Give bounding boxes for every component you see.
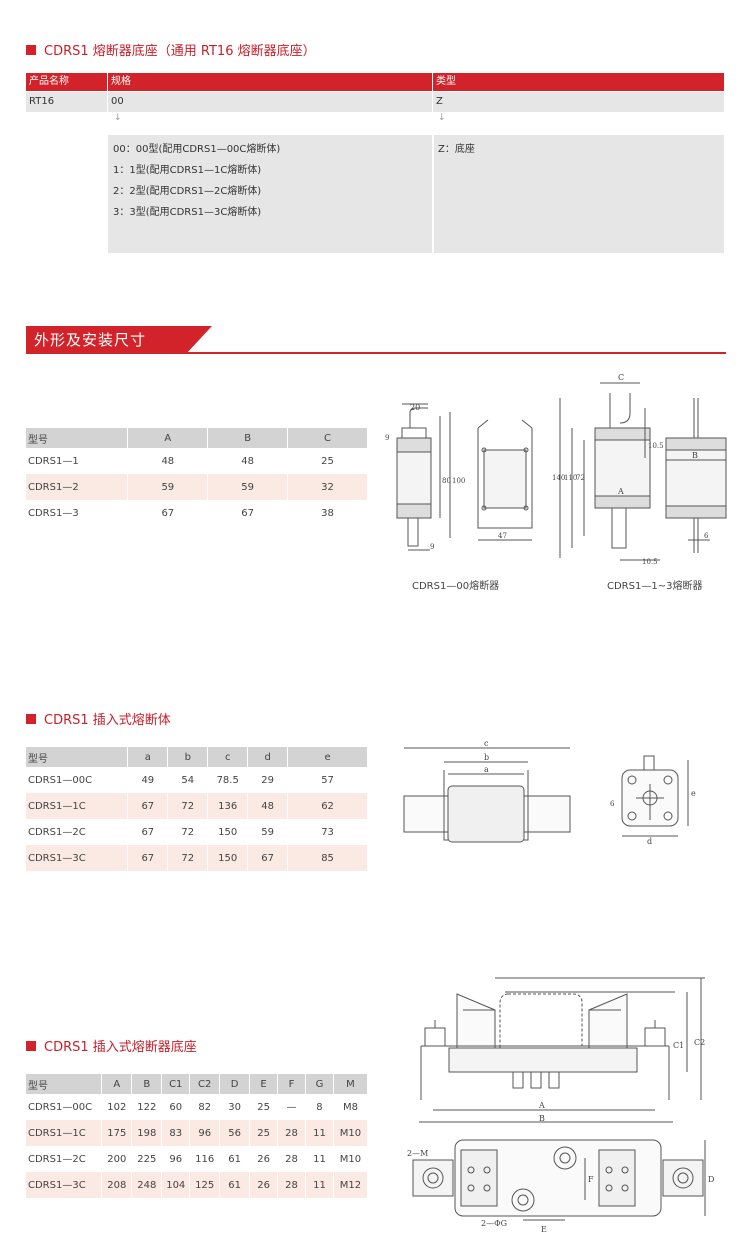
arrow-down-icon: ↓ — [114, 113, 122, 123]
dim-label: 9 — [385, 434, 389, 442]
spec-option: 1：1型(配用CDRS1—1C熔断体) — [113, 165, 262, 176]
dim-label: d — [647, 837, 652, 846]
dim-label: 6 — [610, 800, 615, 808]
section1-title: CDRS1 熔断器底座（通用 RT16 熔断器底座） — [26, 40, 316, 59]
section-marker-icon — [26, 1040, 36, 1051]
arrow-down-icon: ↓ — [438, 113, 446, 123]
fuse-00-side-view — [477, 419, 533, 541]
dim-label: 10.5 — [642, 558, 658, 566]
col-model: 型号 — [26, 428, 129, 448]
fuse-link-end-view — [621, 755, 689, 837]
dim-label: 72 — [576, 474, 585, 482]
dim-label: C1 — [673, 1041, 684, 1050]
fuse-link-side-view — [403, 747, 571, 843]
spec-options-box: 00：00型(配用CDRS1—00C熔断体) 1：1型(配用CDRS1—1C熔断… — [108, 135, 432, 253]
dim-label: 110 — [564, 474, 577, 482]
dim-label: 100 — [452, 477, 465, 485]
dim-label: C2 — [694, 1038, 705, 1047]
dim-label: b — [484, 753, 489, 762]
dim-label: B — [539, 1114, 545, 1123]
caption-fuse-1-3: CDRS1—1~3熔断器 — [607, 581, 703, 592]
header-spec: 规格 — [108, 73, 433, 91]
dim-label: F — [588, 1175, 594, 1184]
dim-label: D — [708, 1175, 714, 1184]
type-option: Z：底座 — [438, 144, 475, 155]
spec-option: 2：2型(配用CDRS1—2C熔断体) — [113, 186, 262, 197]
dim-label: A — [538, 1101, 545, 1110]
dim-label: e — [691, 789, 696, 798]
fuse-link-drawing: c b a 6 e d — [403, 740, 696, 846]
dim-label: C — [618, 373, 624, 382]
col-c: C — [287, 428, 368, 448]
dim-label: 2—M — [407, 1149, 428, 1158]
col-b: B — [207, 428, 289, 448]
fuse-base-side-view — [419, 977, 705, 1123]
fuse-base-top-view — [412, 1139, 706, 1221]
dim-label: 9 — [430, 543, 434, 551]
spec-table-header: 产品名称 规格 类型 — [26, 73, 724, 91]
col-a: A — [127, 428, 209, 448]
spec-option: 00：00型(配用CDRS1—00C熔断体) — [113, 144, 281, 155]
dim-label: 10.5 — [648, 442, 664, 450]
dim-label: 6 — [704, 532, 709, 540]
fuse-base-drawing: C1 C2 A B 2—M F D 2—ΦG E — [407, 977, 714, 1234]
cell-product-name: RT16 — [26, 92, 108, 112]
section2-title: CDRS1 插入式熔断体 — [26, 709, 171, 728]
cell-spec: 00 — [108, 92, 433, 112]
section-marker-icon — [26, 713, 36, 724]
cell-type: Z — [436, 96, 443, 107]
dim-label: 2—ΦG — [481, 1219, 507, 1228]
spec-option: 3：3型(配用CDRS1—3C熔断体) — [113, 207, 262, 218]
header-product-name: 产品名称 — [26, 73, 108, 91]
dim-label: E — [541, 1225, 547, 1234]
dim-label: 20 — [410, 403, 420, 412]
dim-label: c — [484, 740, 489, 748]
fuse-1-3-front-view — [559, 382, 660, 561]
section-marker-icon — [26, 44, 36, 55]
dim-label: 47 — [498, 532, 507, 540]
banner-title: 外形及安装尺寸 — [26, 326, 186, 354]
header-type: 类型 — [436, 76, 456, 87]
fuse-00-front-view — [396, 403, 451, 551]
dim-label: B — [692, 451, 698, 460]
caption-fuse-00: CDRS1—00熔断器 — [412, 581, 500, 592]
dim-label: 80 — [442, 477, 451, 485]
dimensions-banner: 外形及安装尺寸 — [26, 326, 726, 354]
spec-table-row: RT16 00 Z — [26, 92, 724, 112]
section3-title: CDRS1 插入式熔断器底座 — [26, 1036, 197, 1055]
dim-label: 140 — [552, 474, 565, 482]
dim-label: a — [484, 765, 489, 774]
fuse-1-3-side-view — [665, 398, 727, 553]
type-options-box: Z：底座 — [434, 135, 724, 253]
fuse-drawing-1: 20 9 80 100 9 47 C 140 110 72 10.5 A 10.… — [385, 373, 727, 566]
dim-label: A — [617, 487, 624, 496]
